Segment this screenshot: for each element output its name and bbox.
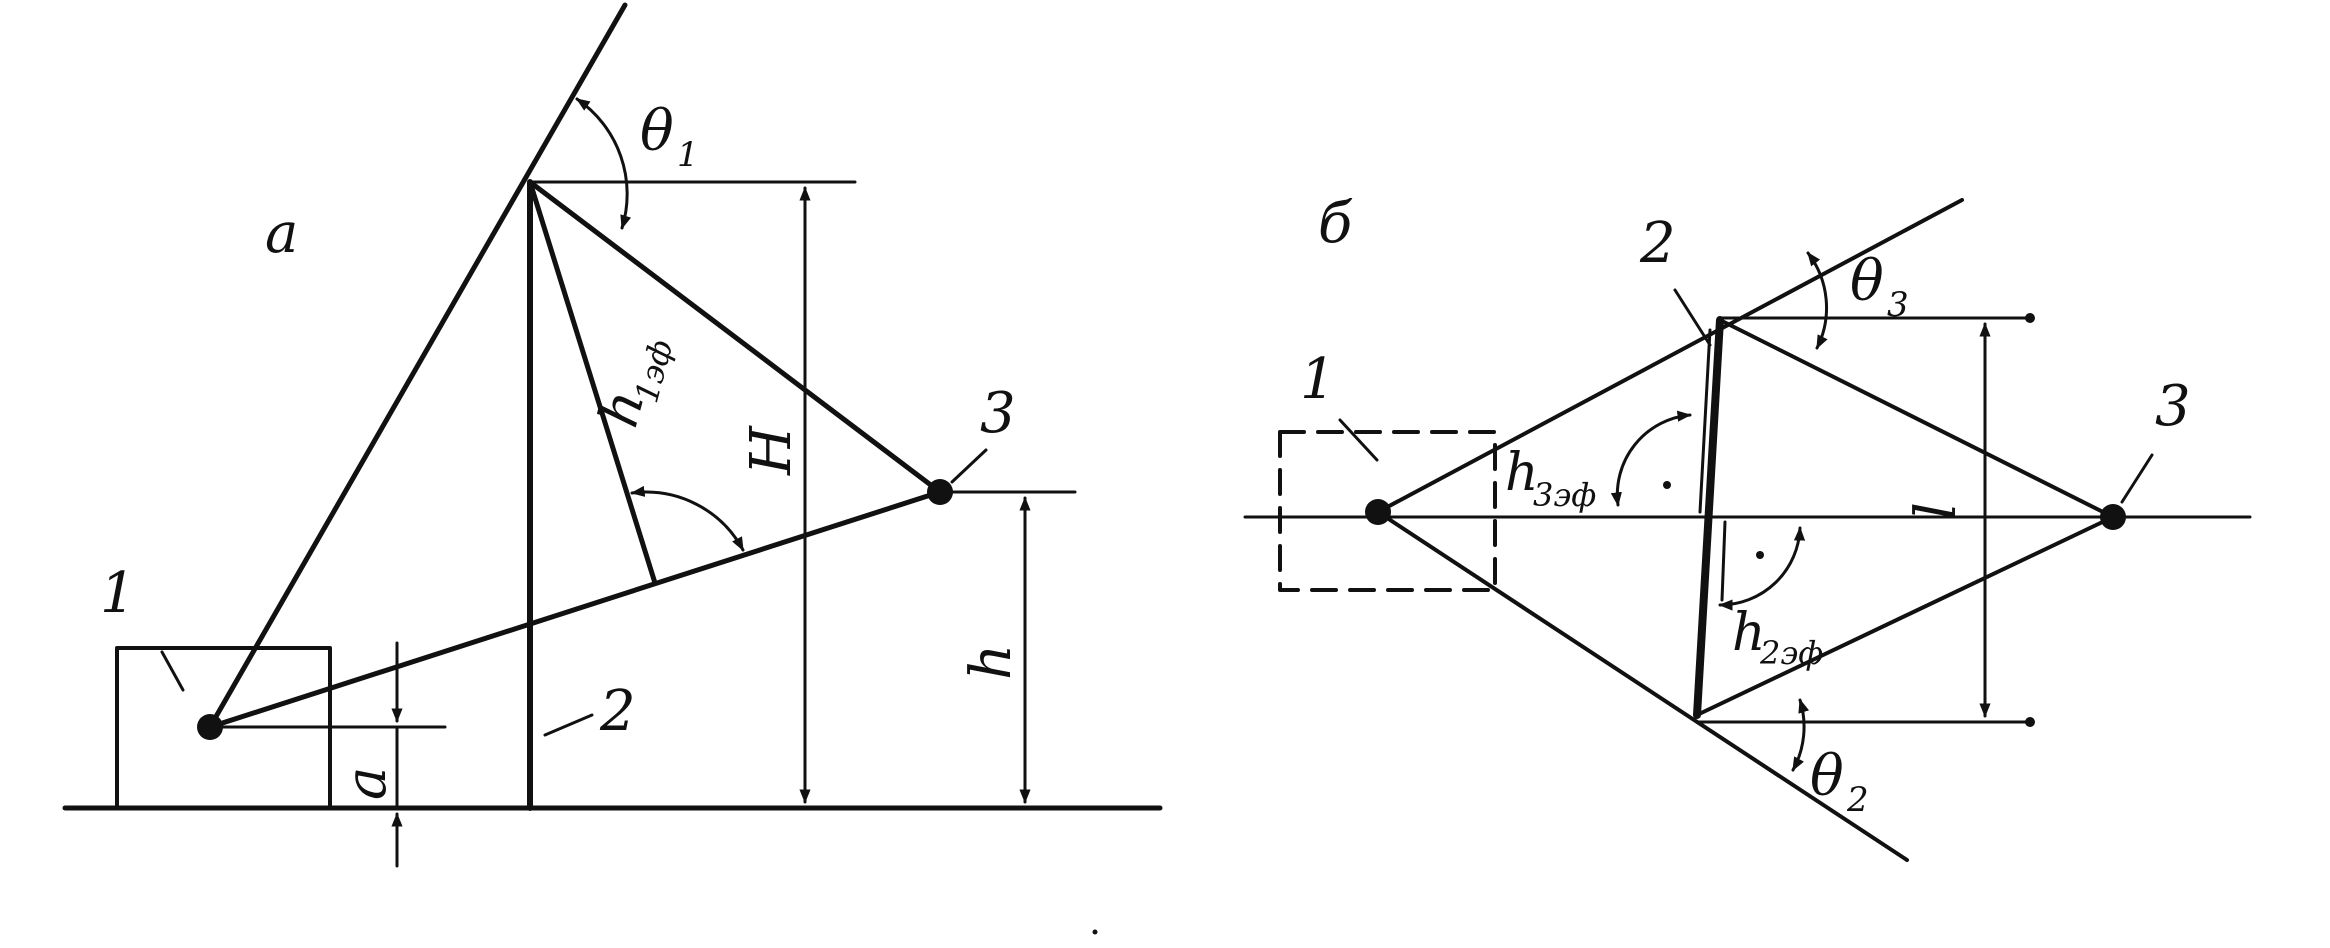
label-b-3: 3 — [2155, 374, 2191, 439]
theta1-angle-arc — [575, 97, 632, 230]
theta1-symbol: θ — [640, 99, 674, 164]
bottom-end-dot — [2025, 717, 2035, 727]
theta3-symbol: θ — [1850, 249, 1884, 314]
theta1-subscript: 1 — [677, 135, 699, 175]
theta1-label: θ 1 — [640, 99, 699, 175]
h2-eff-symbol: h — [1732, 603, 1766, 663]
a-label: a — [334, 767, 399, 800]
right-angle-dot-upper — [1663, 481, 1671, 489]
incidence-line — [207, 2, 628, 730]
h3-eff-label: h 3эф — [1505, 443, 1596, 514]
panel-b: б 1 2 3 θ 3 θ 2 h 3эф h 2эф l — [1243, 191, 2252, 862]
leader-1 — [160, 650, 185, 692]
label-2: 2 — [599, 679, 636, 744]
element-2 — [1693, 316, 1724, 719]
panel-a-label: а — [265, 201, 298, 266]
leader-3 — [950, 448, 988, 484]
label-b-1: 1 — [1300, 347, 1336, 412]
label-3: 3 — [980, 381, 1016, 446]
h-symbol: h — [959, 644, 1024, 680]
right-angle-arc-lower — [1718, 526, 1806, 611]
receiver-point-3 — [927, 479, 953, 505]
source-point — [197, 714, 223, 740]
h3-eff-subscript: 3эф — [1533, 476, 1596, 514]
dashed-source-box — [1278, 430, 1497, 592]
theta2-symbol: θ — [1810, 744, 1844, 809]
l-symbol: l — [1904, 502, 1969, 520]
lower-to-receiver-line — [1695, 515, 2115, 717]
h3-perpendicular — [1698, 328, 1712, 514]
H-label: H — [739, 425, 804, 476]
right-angle-arc — [630, 485, 745, 552]
leader-b-1 — [1338, 418, 1379, 462]
h-eff-subscript: 1эф — [627, 336, 680, 407]
leader-b-2 — [1673, 288, 1712, 347]
theta2-angle-arc — [1791, 698, 1810, 772]
theta2-subscript: 2 — [1846, 780, 1869, 820]
panel-a: а 1 2 3 θ 1 h 1эф H h a — [62, 2, 1163, 868]
right-angle-arc-upper — [1610, 410, 1692, 507]
theta2-label: θ 2 — [1810, 744, 1869, 820]
h-label: h — [959, 644, 1024, 680]
label-1: 1 — [100, 561, 136, 626]
source-point-b — [1365, 499, 1391, 525]
mast-top-to-receiver-line — [527, 179, 943, 495]
l-label: l — [1904, 502, 1969, 520]
theta3-label: θ 3 — [1850, 249, 1909, 325]
H-symbol: H — [739, 425, 804, 476]
h2-perpendicular — [1720, 520, 1727, 602]
label-b-2: 2 — [1639, 211, 1676, 276]
upper-diagonal — [1376, 198, 1964, 514]
lower-diagonal — [1376, 510, 1909, 862]
theta3-angle-arc — [1806, 251, 1828, 350]
a-symbol: a — [334, 767, 399, 800]
h3-eff-symbol: h — [1505, 443, 1539, 503]
leader-b-3 — [2120, 453, 2154, 504]
theta3-subscript: 3 — [1887, 285, 1909, 325]
upper-to-receiver-line — [1718, 318, 2115, 519]
source-to-receiver-line — [207, 489, 943, 730]
h2-eff-subscript: 2эф — [1759, 634, 1823, 672]
scan-speck — [1092, 929, 1098, 935]
top-end-dot — [2025, 313, 2035, 323]
right-angle-dot-lower — [1756, 551, 1764, 559]
h2-eff-label: h 2эф — [1732, 603, 1823, 672]
leader-2 — [543, 713, 594, 737]
h-eff-label: h 1эф — [587, 336, 681, 434]
receiver-point-b-3 — [2100, 504, 2126, 530]
panel-b-label: б — [1318, 191, 1353, 256]
